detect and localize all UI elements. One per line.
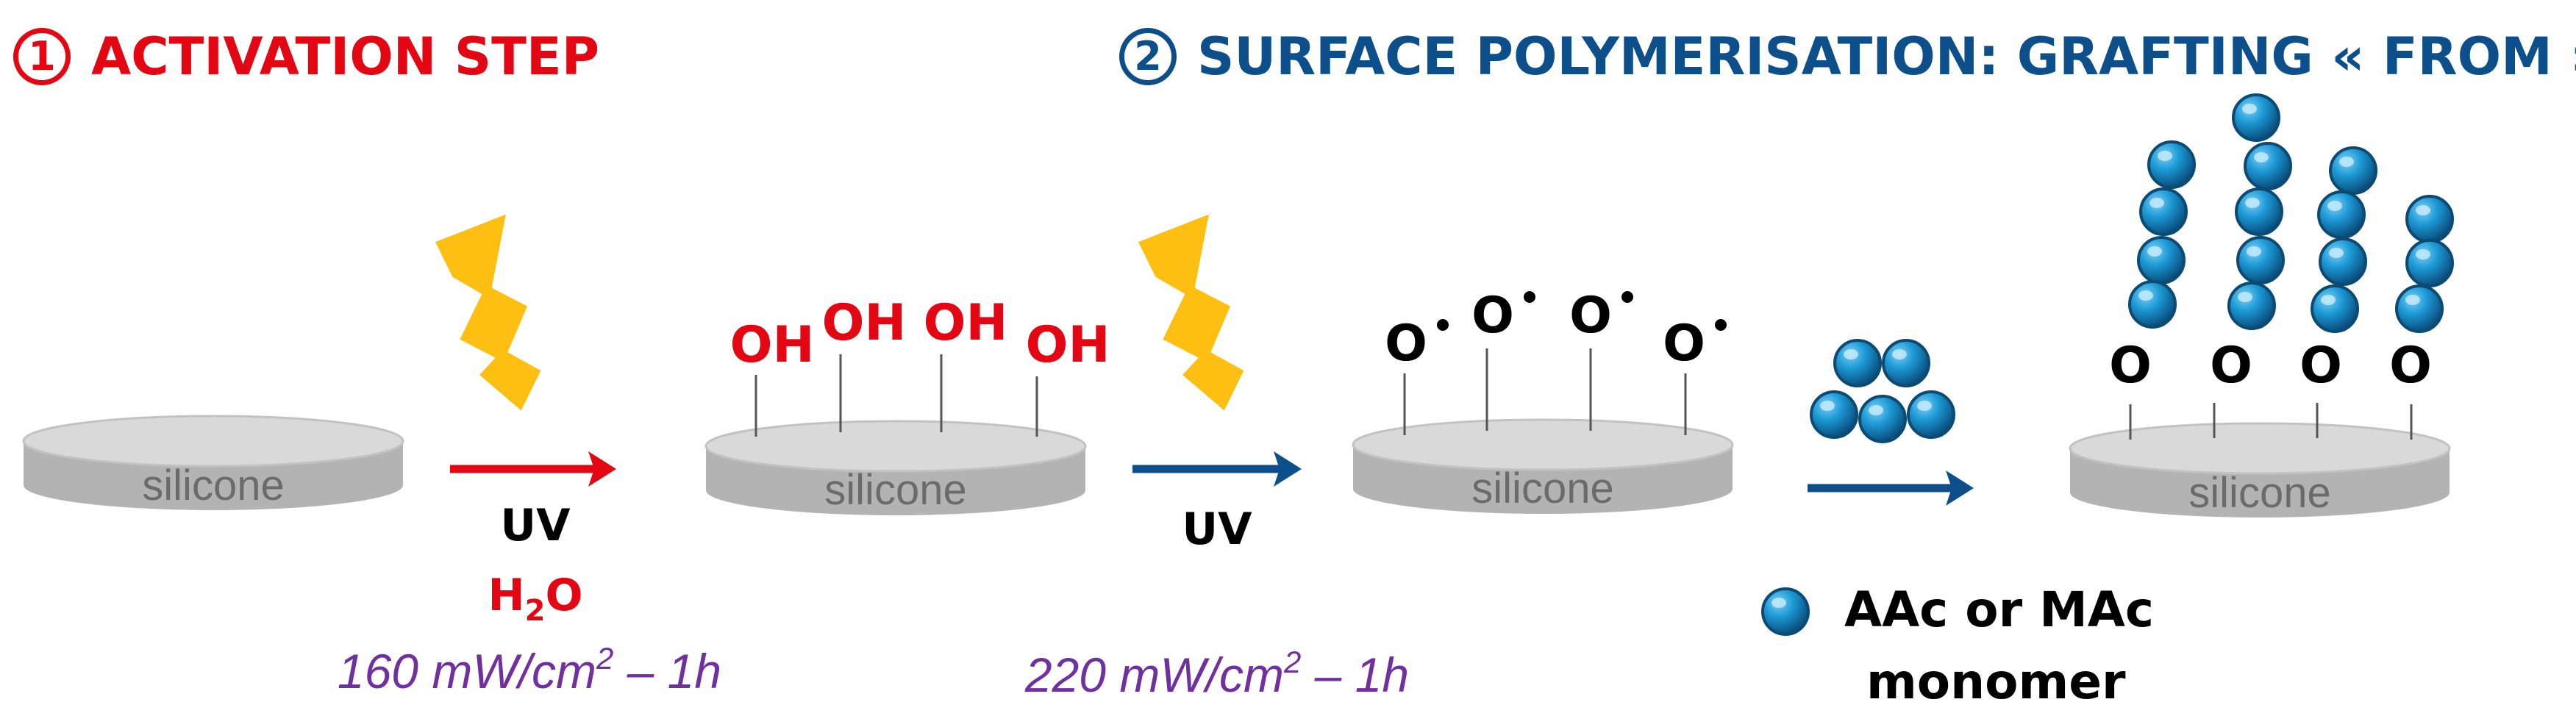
monomer-sphere-icon — [2244, 142, 2292, 190]
monomer-sphere-icon — [2319, 237, 2367, 286]
radical-label: O — [1385, 315, 1427, 373]
hydroxyl-label: OH — [730, 316, 815, 374]
step2-title-text: SURFACE POLYMERISATION: GRAFTING « FROM … — [1197, 26, 2576, 87]
monomer-sphere-icon — [1810, 390, 1858, 439]
monomer-sphere-icon — [1761, 587, 1810, 636]
conditions1-sup: 2 — [596, 641, 613, 676]
monomer-sphere-icon — [1858, 395, 1907, 443]
step1-title-text: ACTIVATION STEP — [91, 26, 600, 87]
conditions2-tail: – 1h — [1301, 648, 1409, 702]
monomer-sphere-icon — [2236, 236, 2285, 284]
monomer-sphere-icon — [2139, 187, 2188, 236]
polymer-chain-3 — [2311, 146, 2377, 333]
silicone-disk-2: silicone — [704, 420, 1087, 515]
step2-number-badge: 2 — [1119, 28, 1177, 85]
reagent-o: O — [546, 570, 583, 621]
oxygen-label: O — [2109, 337, 2152, 395]
arrow1-uv-label: UV — [500, 500, 571, 551]
monomer-sphere-icon — [1907, 390, 1955, 439]
lightning-bolt-icon — [1138, 214, 1244, 411]
hydroxyl-groups: OH OH OH OH — [730, 294, 1110, 437]
monomer-sphere-icon — [2405, 195, 2454, 243]
monomer-sphere-icon — [1833, 339, 1882, 387]
monomer-sphere-icon — [2227, 282, 2276, 330]
radical-label: O — [1663, 315, 1705, 373]
conditions2-sup: 2 — [1283, 645, 1301, 679]
monomer-sphere-icon — [2235, 187, 2283, 236]
monomer-sphere-icon — [2311, 284, 2359, 333]
monomer-sphere-icon — [2405, 239, 2454, 287]
radical-dot — [1715, 319, 1727, 331]
monomer-sphere-icon — [2137, 236, 2186, 284]
substrate-label: silicone — [824, 466, 966, 514]
oxygen-label: O — [2300, 337, 2342, 395]
silicone-disk-3: silicone — [1352, 418, 1734, 514]
arrow1-reagent: H2O — [488, 570, 582, 628]
oxygen-label: O — [2389, 337, 2432, 395]
substrate-label: silicone — [142, 462, 284, 509]
arrow2-uv-label: UV — [1182, 504, 1252, 555]
radical-dot — [1437, 319, 1449, 331]
conditions2-main: 220 mW/cm — [1024, 648, 1284, 702]
step1-title: 1 ACTIVATION STEP — [13, 28, 599, 85]
reaction-arrow-3 — [1808, 470, 1974, 506]
legend-line2: monomer — [1866, 653, 2126, 710]
lightning-bolt-icon — [435, 214, 541, 411]
polymer-chain-4 — [2395, 195, 2454, 333]
legend: AAc or MAc monomer — [1761, 581, 2154, 710]
monomer-sphere-icon — [2329, 146, 2377, 195]
hydroxyl-label: OH — [924, 294, 1008, 352]
radical-label: O — [1569, 287, 1612, 345]
radical-groups: O O O O — [1385, 287, 1727, 435]
conditions1-tail: – 1h — [613, 644, 721, 698]
monomer-sphere-icon — [1882, 339, 1930, 387]
reagent-subscript: 2 — [525, 594, 546, 628]
reaction-arrow-1 — [450, 451, 616, 487]
free-monomer-cluster — [1810, 339, 1955, 443]
hydroxyl-label: OH — [1026, 316, 1110, 374]
radical-dot — [1524, 291, 1535, 303]
step2-title: 2 SURFACE POLYMERISATION: GRAFTING « FRO… — [1119, 28, 2576, 85]
arrow2-conditions: 220 mW/cm2 – 1h — [1024, 645, 1409, 702]
oxygen-label: O — [2210, 337, 2252, 395]
monomer-sphere-icon — [2395, 284, 2444, 333]
polymer-chain-1 — [2128, 140, 2196, 329]
conditions1-main: 160 mW/cm — [338, 644, 596, 698]
substrate-label: silicone — [1471, 465, 1613, 512]
silicone-disk-1: silicone — [22, 415, 404, 510]
step1-number-badge: 1 — [13, 28, 71, 85]
reagent-h: H — [488, 570, 524, 621]
hydroxyl-label: OH — [822, 294, 907, 352]
grafted-polymer-chains: O O O O — [2109, 93, 2454, 440]
monomer-sphere-icon — [2128, 280, 2177, 329]
radical-label: O — [1471, 287, 1514, 345]
silicone-disk-4: silicone — [2069, 422, 2451, 518]
polymer-chain-2 — [2227, 93, 2292, 330]
monomer-sphere-icon — [2147, 140, 2196, 189]
radical-dot — [1621, 291, 1633, 303]
reaction-arrow-2 — [1132, 451, 1302, 487]
arrow1-conditions: 160 mW/cm2 – 1h — [338, 641, 721, 698]
monomer-sphere-icon — [2232, 93, 2280, 142]
substrate-label: silicone — [2188, 469, 2330, 517]
monomer-sphere-icon — [2317, 190, 2366, 239]
legend-line1: AAc or MAc — [1844, 581, 2154, 638]
